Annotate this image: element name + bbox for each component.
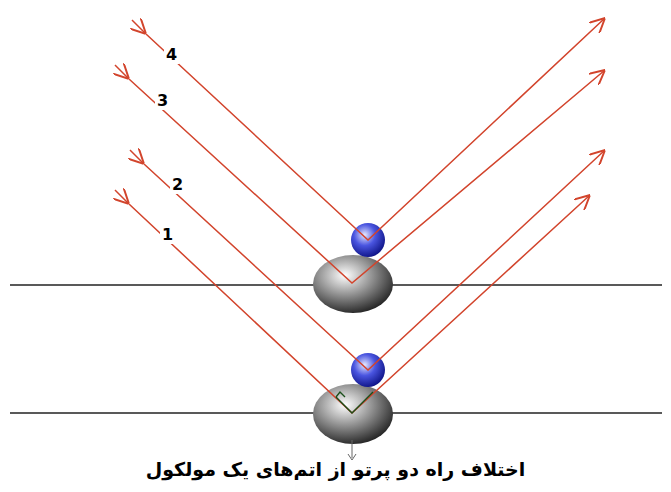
x-ray — [115, 18, 605, 413]
callout-number: 2 — [170, 176, 185, 194]
caption: اختلاف راه دو پرتو از اتم‌های یک مولکول — [0, 458, 671, 480]
path-difference-mark — [336, 392, 373, 413]
large-atom — [313, 255, 393, 313]
callout-number: 4 — [164, 46, 179, 64]
callout-number: 3 — [155, 92, 170, 110]
large-atom — [313, 384, 393, 444]
callout-number: 1 — [160, 226, 175, 244]
pointer-line — [352, 440, 353, 458]
